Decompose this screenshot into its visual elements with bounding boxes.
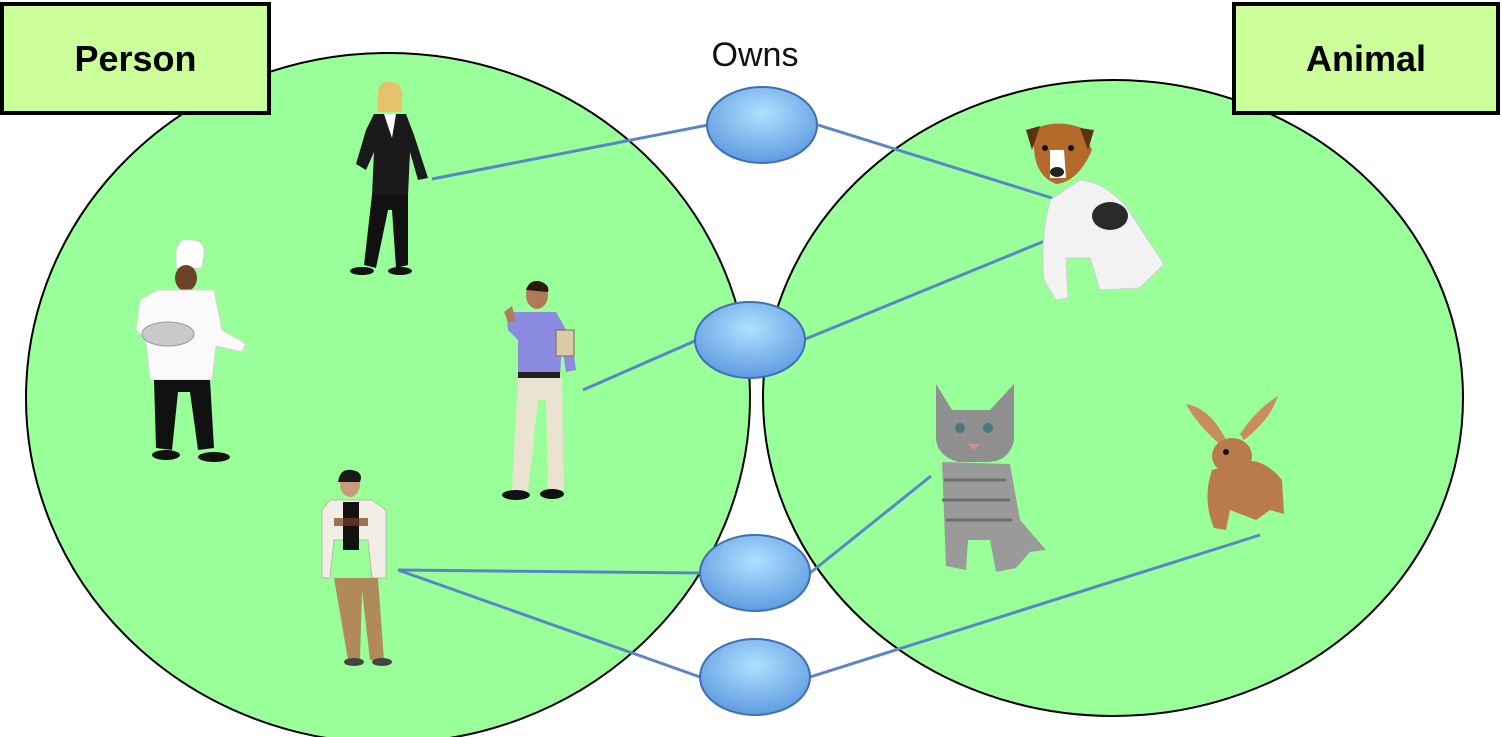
man-with-clipboard-figure <box>502 281 576 500</box>
owns-node-2[interactable] <box>694 301 806 379</box>
connector-businesswoman-to-owns-1 <box>431 123 709 181</box>
businesswoman-figure <box>350 81 428 275</box>
owns-node-1[interactable] <box>706 86 818 164</box>
animal-set-circle <box>762 79 1464 717</box>
person-set-circle <box>25 52 751 737</box>
relation-label: Owns <box>711 36 799 74</box>
animal-set-label: Animal <box>1232 2 1500 115</box>
person-set-label: Person <box>0 2 271 115</box>
owns-node-4[interactable] <box>699 638 811 716</box>
connector-man-to-owns-2 <box>582 338 698 392</box>
dog-figure <box>1026 123 1165 301</box>
chef-figure <box>135 238 247 462</box>
connector-teen-to-owns-3 <box>397 568 701 575</box>
connector-owns-3-to-kitten <box>809 474 932 575</box>
kitten-figure <box>936 384 1046 572</box>
rabbit-figure <box>1186 396 1284 530</box>
connectors <box>397 123 1261 679</box>
owns-node-3[interactable] <box>699 534 811 612</box>
connector-owns-2-to-dog <box>802 236 1053 342</box>
connector-owns-4-to-rabbit <box>809 533 1261 679</box>
connector-owns-1-to-dog <box>817 123 1053 200</box>
connector-teen-to-owns-4 <box>397 568 701 679</box>
teen-boy-figure <box>321 469 392 666</box>
